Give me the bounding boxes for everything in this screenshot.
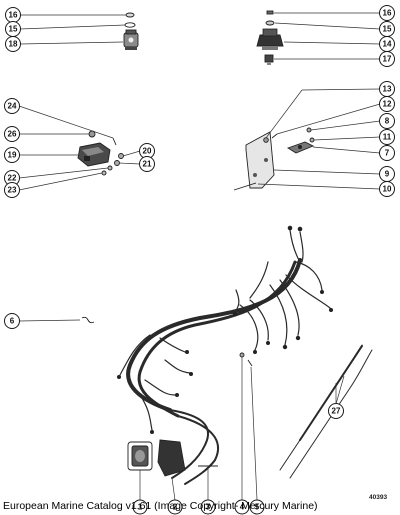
callout-3: 3 [200, 499, 216, 515]
part-24-screw [112, 137, 117, 146]
svg-text:16: 16 [383, 9, 392, 18]
callout-7: 7 [379, 145, 395, 161]
callout-2: 2 [167, 499, 183, 515]
part-10-bolt [233, 182, 257, 191]
svg-text:15: 15 [9, 25, 18, 34]
callout-17: 17 [379, 51, 395, 67]
leader-2 [171, 477, 176, 501]
image-caption: European Marine Catalog v1.61 (Image Cop… [3, 500, 318, 512]
callout-16-top-left: 16 [5, 7, 21, 23]
svg-text:16: 16 [9, 11, 18, 20]
part-9-bracket [245, 131, 275, 189]
part-22-washer [107, 165, 113, 171]
svg-text:8: 8 [385, 117, 390, 126]
callout-23: 23 [4, 182, 20, 198]
svg-text:6: 6 [10, 317, 15, 326]
part-5-fastener [247, 359, 253, 367]
svg-text:20: 20 [143, 147, 152, 156]
callout-26: 26 [4, 126, 20, 142]
part-group-mid-right [233, 88, 381, 191]
svg-text:12: 12 [383, 100, 392, 109]
callout-27: 27 [328, 403, 344, 419]
wiring-harness [117, 225, 333, 485]
callout-13: 13 [379, 81, 395, 97]
svg-text:15: 15 [383, 25, 392, 34]
part-group-top-left [19, 12, 139, 50]
callout-16-top-right: 16 [379, 5, 395, 21]
part-19-rectifier [77, 142, 111, 167]
part-13-screw [263, 137, 269, 143]
svg-text:7: 7 [385, 149, 390, 158]
callout-11: 11 [379, 129, 395, 145]
part-group-top-right [256, 10, 381, 65]
svg-text:5: 5 [255, 503, 260, 512]
svg-text:11: 11 [383, 133, 392, 142]
svg-text:3: 3 [206, 503, 211, 512]
svg-text:26: 26 [8, 130, 17, 139]
part-17-fitting [264, 54, 274, 65]
callout-8: 8 [379, 113, 395, 129]
part-16-top-right [266, 10, 274, 15]
leader-5 [250, 366, 258, 501]
part-8-washer [306, 127, 312, 133]
part-4-fastener [239, 352, 245, 358]
part-12-screw [271, 133, 278, 139]
svg-text:24: 24 [8, 102, 17, 111]
part-23-nut [101, 170, 107, 176]
part-20-washer [118, 153, 124, 159]
callout-18: 18 [5, 36, 21, 52]
part-15-top-right [265, 20, 275, 26]
part-7-switch [286, 141, 315, 154]
part-21-nut [114, 160, 120, 166]
svg-text:17: 17 [383, 55, 392, 64]
callout-14: 14 [379, 36, 395, 52]
svg-text:14: 14 [383, 40, 392, 49]
part-1-grommet [127, 441, 153, 471]
svg-text:2: 2 [173, 503, 178, 512]
callout-19: 19 [4, 147, 20, 163]
svg-text:13: 13 [383, 85, 392, 94]
callout-15-top-right: 15 [379, 21, 395, 37]
figure-number: 40393 [369, 494, 388, 501]
svg-text:27: 27 [332, 407, 341, 416]
harness-plug-connector [157, 439, 186, 477]
svg-text:10: 10 [383, 185, 392, 194]
callout-9: 9 [379, 166, 395, 182]
svg-text:23: 23 [8, 186, 17, 195]
callout-21: 21 [139, 156, 155, 172]
callout-4: 4 [234, 499, 250, 515]
svg-text:19: 19 [8, 151, 17, 160]
part-18-relay [123, 29, 139, 50]
part-6-clip [18, 316, 95, 324]
svg-text:18: 18 [9, 40, 18, 49]
part-16-top-left [125, 12, 135, 18]
callout-15-top-left: 15 [5, 21, 21, 37]
part-14-solenoid [256, 28, 284, 50]
callout-24: 24 [4, 98, 20, 114]
part-11-nut [309, 137, 315, 143]
callout-22: 22 [4, 170, 20, 186]
callout-1: 1 [132, 499, 148, 515]
callout-6: 6 [4, 313, 20, 329]
part-15-top-left [124, 22, 136, 28]
part-27-harness-sleeve [279, 344, 373, 479]
svg-text:4: 4 [240, 503, 245, 512]
svg-text:1: 1 [138, 503, 143, 512]
svg-text:22: 22 [8, 174, 17, 183]
callout-10: 10 [379, 181, 395, 197]
callout-12: 12 [379, 96, 395, 112]
svg-text:21: 21 [143, 160, 152, 169]
part-group-mid-left [18, 105, 141, 191]
svg-text:9: 9 [385, 170, 390, 179]
callout-5: 5 [249, 499, 265, 515]
